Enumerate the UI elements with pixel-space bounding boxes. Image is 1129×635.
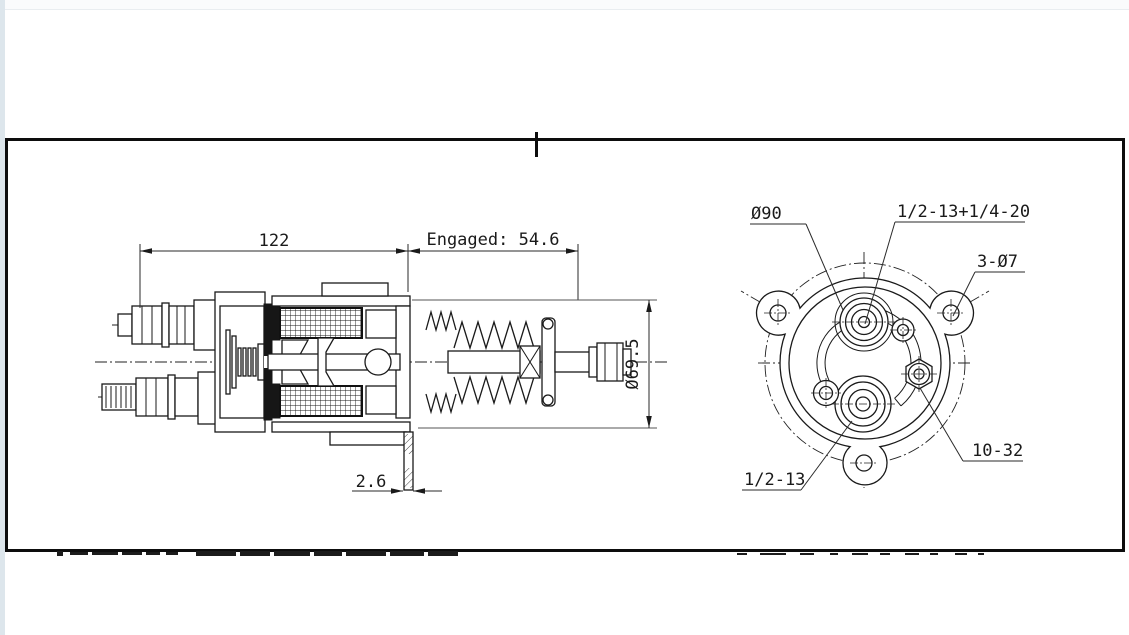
body-rim-circle bbox=[788, 286, 942, 440]
label-small-terminal-thread: 10-32 bbox=[972, 441, 1023, 461]
end-flange-view: Ø90 1/2-13+1/4-20 3-Ø7 10-32 1/2-13 bbox=[740, 202, 1030, 491]
page-edge-strip bbox=[0, 0, 5, 635]
dim-2-6: 2.6 bbox=[356, 472, 387, 492]
mounting-holes bbox=[764, 299, 965, 472]
mounting-bracket bbox=[403, 431, 414, 491]
solenoid-housing bbox=[271, 282, 411, 446]
main-terminal-top bbox=[832, 292, 896, 352]
dim-diameter-69-5: Ø69.5 bbox=[623, 338, 643, 389]
end-cap-and-contacts bbox=[214, 291, 273, 433]
armature-plunger bbox=[267, 337, 401, 387]
boot-spring-shaft bbox=[425, 309, 632, 415]
small-stud-left bbox=[811, 378, 841, 408]
label-main-terminal-thread: 1/2-13+1/4-20 bbox=[897, 202, 1030, 222]
lower-terminal bbox=[831, 375, 895, 433]
side-view-dimensions: 122 Engaged: 54.6 Ø69.5 2.6 bbox=[139, 230, 657, 494]
sheet-frame bbox=[5, 132, 1125, 552]
lower-terminal-stud bbox=[101, 371, 221, 425]
coil-windings bbox=[271, 305, 397, 419]
shaft-end-nut bbox=[596, 342, 624, 382]
shaft-washer bbox=[588, 346, 598, 378]
clipped-titleblock-text bbox=[57, 551, 984, 556]
upper-terminal-stud bbox=[117, 299, 219, 351]
small-terminal-10-32 bbox=[901, 356, 937, 392]
end-view-callouts: Ø90 1/2-13+1/4-20 3-Ø7 10-32 1/2-13 bbox=[742, 202, 1030, 491]
frame-center-tick bbox=[535, 132, 538, 157]
label-dia-90: Ø90 bbox=[751, 204, 782, 224]
small-stud-upper-right bbox=[890, 317, 916, 343]
dim-engaged: Engaged: 54.6 bbox=[426, 230, 559, 250]
label-lower-terminal-thread: 1/2-13 bbox=[744, 470, 805, 490]
label-mounting-holes: 3-Ø7 bbox=[977, 252, 1018, 272]
side-section-view: 122 Engaged: 54.6 Ø69.5 2.6 bbox=[95, 230, 668, 494]
top-band bbox=[0, 0, 1129, 10]
plunger-pin-hole bbox=[364, 348, 392, 376]
dim-122: 122 bbox=[259, 231, 290, 251]
